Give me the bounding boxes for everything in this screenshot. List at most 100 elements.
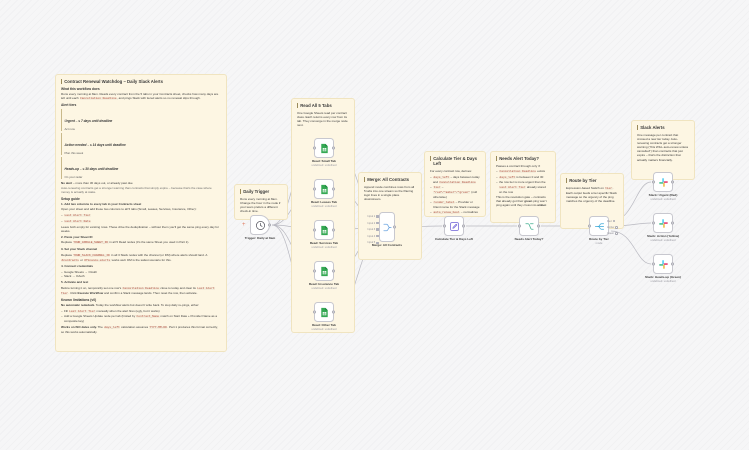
node-calculate-tier-days[interactable]: Calculate Tier & Days Left [435,216,473,241]
node-label: Read: Services Tab [309,241,339,245]
node-subtitle: undefined: undefined [311,246,337,249]
sticky-note-needs-alert[interactable]: Needs Alert Today? Passes a contract thr… [490,151,556,223]
merge-input-3[interactable]: Input 3 [368,228,379,231]
google-sheets-icon [320,225,328,235]
input-port[interactable] [313,310,316,314]
input-port[interactable] [518,224,521,228]
merge-input-1-label: Input 1 [367,215,376,218]
route-output-green[interactable]: Green [607,232,618,235]
merge-input-5[interactable]: Input 5 [368,241,379,244]
setup-step-3-title: 3. Set your Slack channel [61,246,98,251]
setup-step-1-text: Open your sheet and add these two column… [61,207,197,212]
route-output-red[interactable]: Red [607,220,618,223]
sticky-note-read-tabs[interactable]: Read All 5 Tabs One Google Sheets read p… [291,98,355,333]
input-port[interactable] [652,262,655,266]
node-slack-headsup-green[interactable]: Slack: Heads-up (Green) undefined: undef… [645,254,681,283]
filter-branch-icon [524,222,534,230]
add-node-plus-icon[interactable]: + [242,222,246,228]
calc-body-text: For every contract row, derives: [430,169,472,174]
input-port[interactable] [652,180,655,184]
sticky-note-daily-trigger[interactable]: Daily Trigger Runs every morning at 8am.… [234,184,288,220]
merge-title-text: Merge: All Contracts [367,177,410,182]
node-label: Calculate Tier & Days Left [434,237,474,241]
output-port[interactable] [671,262,674,266]
sticky-title-alert: Needs Alert Today? [496,156,550,162]
node-route-by-tier[interactable]: Red Amber Green Route by Tier mode [588,216,618,245]
merge-input-5-label: Input 5 [367,241,376,245]
output-port[interactable] [332,187,335,191]
slack-icon [658,259,668,269]
merge-input-4-label: Input 4 [367,234,376,238]
overview-heading-setup: Setup guide [61,196,80,201]
input-port[interactable] [313,269,316,273]
node-merge-all-contracts[interactable]: Input 1 Input 2 Input 3 Input 4 Input 5 … [368,212,402,247]
slack-icon [658,218,668,228]
node-read-insurance-tab[interactable]: Read: Insurance Tab undefined: undefined [309,261,339,290]
input-port[interactable] [313,187,316,191]
input-port[interactable] [313,146,316,150]
node-label: Route by Tier [589,237,609,241]
node-label: Trigger: Daily at 8am [244,236,276,240]
node-label: Merge: All Contracts [371,243,403,247]
node-slack-urgent-red[interactable]: Slack: Urgent (Red) undefined: undefined [649,172,677,201]
sticky-accent-bar [61,79,63,85]
output-port[interactable] [332,269,335,273]
node-read-other-tab[interactable]: Read: Other Tab undefined: undefined [311,302,337,331]
overview-what-paragraph: Runs every morning at 8am. Reads every c… [61,91,219,101]
edit-code-icon [449,221,459,231]
route-output-amber-label: Amber [607,225,615,229]
route-output-amber[interactable]: Amber [607,226,618,229]
slack-icon [658,177,668,187]
output-port[interactable] [462,224,465,228]
limitation-dedup: No automatic rededuck. Today the workflo… [61,302,200,307]
calc-derived-fields: days_left – days between today and Cance… [430,175,480,216]
switch-icon [594,222,604,230]
calc-title-text: Calculate Tier & Days Left [433,156,478,167]
output-port[interactable] [671,221,674,225]
node-slack-action-yellow[interactable]: Slack: Action (Yellow) undefined: undefi… [647,213,679,242]
output-port[interactable] [537,224,540,228]
overview-heading-what: What this workflow does [61,86,100,91]
output-port[interactable] [393,225,396,229]
output-port[interactable] [332,146,335,150]
limitation-dedup-options: Fill Last Alert Tier manually when the a… [61,309,221,324]
node-subtitle: undefined: undefined [650,198,676,201]
merge-input-3-label: Input 3 [367,228,376,232]
node-subtitle: undefined: undefined [650,280,676,283]
sticky-title-overview: Contract Renewal Watchdog – Daily Slack … [61,79,221,85]
output-port[interactable] [332,228,335,232]
sticky-note-overview[interactable]: Contract Renewal Watchdog – Daily Slack … [55,74,227,352]
output-port[interactable] [268,223,271,227]
node-label: Slack: Action (Yellow) [646,234,680,238]
tier-action: Action needed – ≤ 14 days until deadline… [61,133,221,156]
node-read-services-tab[interactable]: Read: Services Tab undefined: undefined [310,220,338,249]
tier-headsup-sub: On your radar [64,174,83,179]
merge-input-4[interactable]: Input 4 [368,235,379,238]
node-read-leases-tab[interactable]: Read: Leases Tab undefined: undefined [311,179,337,208]
merge-input-2[interactable]: Input 2 [368,222,379,225]
alert-resolution-note: This is the resolution gate – contracts … [496,195,548,208]
cred-slack: Slack → OAuth [61,274,221,278]
node-needs-alert-today[interactable]: Needs Alert Today? [515,216,543,241]
merge-input-port-labels: Input 1 Input 2 Input 3 Input 4 Input 5 [368,215,379,244]
read-body-text: One Google Sheets read per contract clas… [297,110,348,128]
input-port[interactable] [313,228,316,232]
slack-title-text: Slack Alerts [640,125,665,130]
sticky-accent-bar [240,189,242,195]
sticky-note-slack-alerts[interactable]: Slack Alerts One message per contract th… [631,120,695,180]
overview-noalert: No alert – more than 30 days out, or alr… [61,180,133,185]
input-port[interactable] [652,221,655,225]
merge-input-1[interactable]: Input 1 [368,215,379,218]
output-port[interactable] [671,180,674,184]
read-title-text: Read All 5 Tabs [300,103,332,108]
output-port[interactable] [332,310,335,314]
node-trigger-daily[interactable]: + Trigger: Daily at 8am [242,215,275,240]
input-port[interactable] [588,224,591,228]
sticky-title-route: Route by Tier [566,178,618,184]
tier-action-sub: Plan this week [64,151,84,156]
node-subtitle: undefined: undefined [311,164,337,167]
sticky-note-calculate[interactable]: Calculate Tier & Days Left For every con… [424,151,486,217]
input-port[interactable] [443,224,446,228]
column-last-alert-date: Last Alert Date [64,219,91,223]
node-read-small-tab[interactable]: Read: Small Tab undefined: undefined [311,138,337,167]
